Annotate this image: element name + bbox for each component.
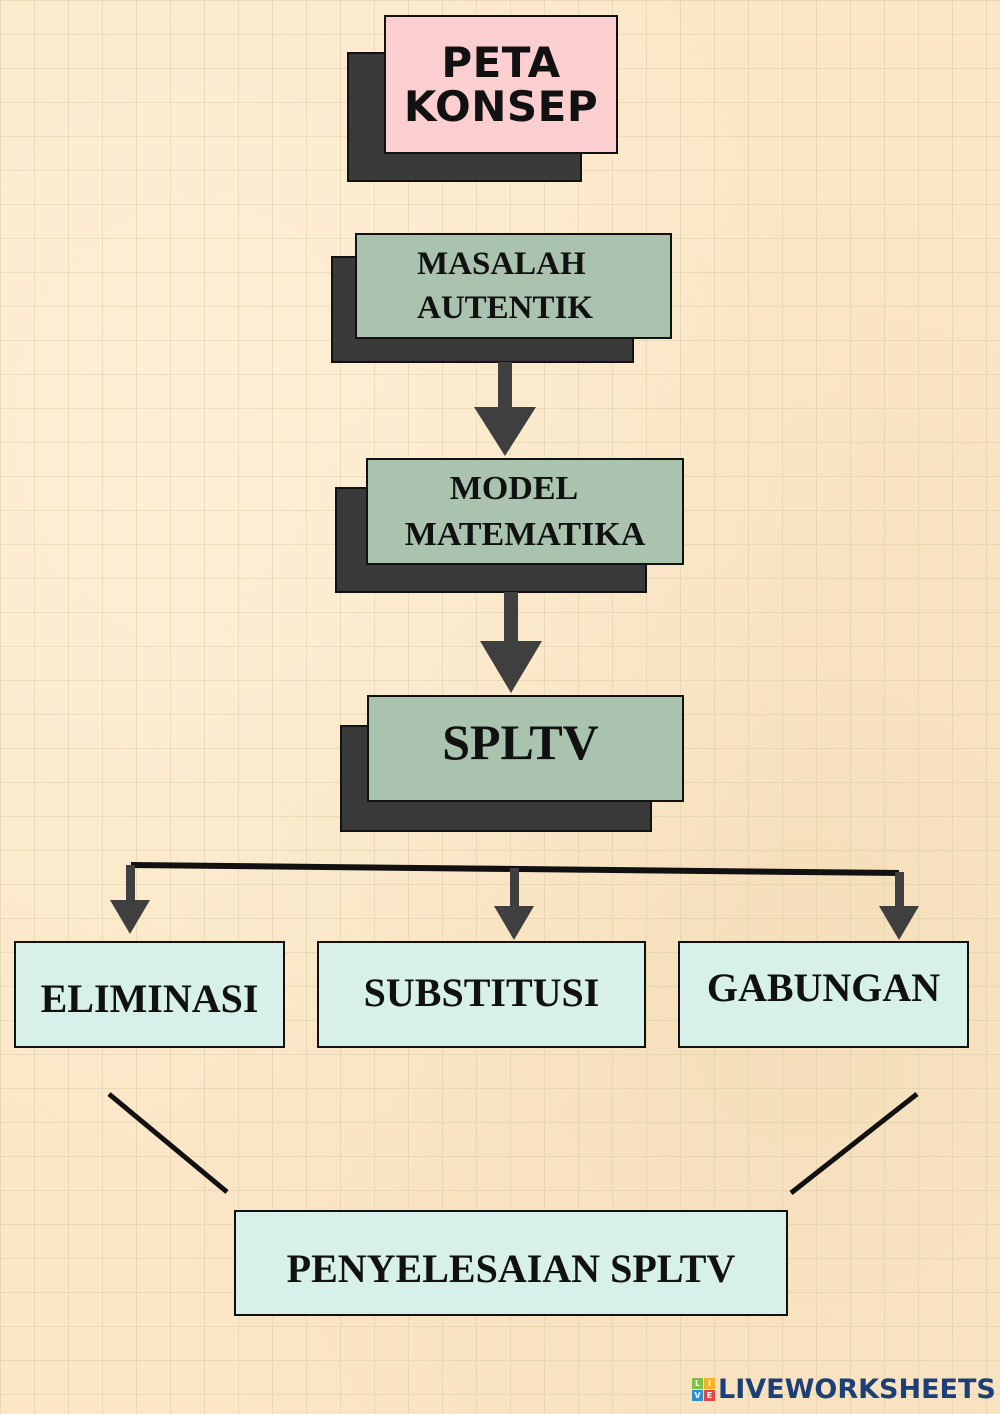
arrow-shaft-1 bbox=[498, 362, 512, 412]
method-label: GABUNGAN bbox=[706, 965, 941, 1010]
diagonal-left bbox=[107, 1092, 229, 1194]
method-node-gabungan: GABUNGAN bbox=[678, 941, 969, 1048]
model-line-2: MATEMATIKA bbox=[404, 515, 646, 553]
model-matematika-node: MODEL MATEMATIKA bbox=[366, 458, 684, 565]
solution-node: PENYELESAIAN SPLTV bbox=[234, 1210, 788, 1316]
title-card: PETA KONSEP bbox=[384, 15, 618, 154]
branch-shaft-left bbox=[126, 865, 135, 903]
branch-head-right bbox=[879, 906, 919, 940]
branch-shaft-mid bbox=[510, 868, 519, 908]
model-line-1: MODEL bbox=[449, 469, 579, 507]
spltv-label: SPLTV bbox=[442, 713, 599, 770]
logo-letter-i: I bbox=[704, 1378, 715, 1389]
solution-label: PENYELESAIAN SPLTV bbox=[286, 1245, 736, 1291]
liveworksheets-logo: L I V E LIVEWORKSHEETS bbox=[692, 1374, 996, 1405]
method-node-substitusi: SUBSTITUSI bbox=[317, 941, 646, 1048]
spltv-node: SPLTV bbox=[367, 695, 684, 802]
title-line-2: KONSEP bbox=[403, 81, 599, 131]
masalah-line-1: MASALAH bbox=[417, 246, 586, 282]
diagonal-right bbox=[789, 1092, 919, 1195]
masalah-line-2: AUTENTIK bbox=[417, 290, 594, 326]
method-node-eliminasi: ELIMINASI bbox=[14, 941, 285, 1048]
masalah-autentik-node: MASALAH AUTENTIK bbox=[355, 233, 672, 339]
logo-letter-l: L bbox=[692, 1378, 703, 1389]
method-label: ELIMINASI bbox=[40, 976, 259, 1021]
arrow-head-1 bbox=[474, 407, 536, 456]
logo-letter-v: V bbox=[692, 1390, 703, 1401]
method-label: SUBSTITUSI bbox=[363, 970, 600, 1015]
branch-head-mid bbox=[494, 906, 534, 940]
branch-head-left bbox=[110, 900, 150, 934]
live-logo-icon: L I V E bbox=[692, 1378, 715, 1401]
branch-shaft-right bbox=[895, 872, 904, 908]
title-line-1: PETA bbox=[441, 37, 561, 87]
arrow-shaft-2 bbox=[504, 592, 518, 644]
arrow-head-2 bbox=[480, 641, 542, 693]
brand-text: LIVEWORKSHEETS bbox=[718, 1374, 996, 1405]
logo-letter-e: E bbox=[704, 1390, 715, 1401]
